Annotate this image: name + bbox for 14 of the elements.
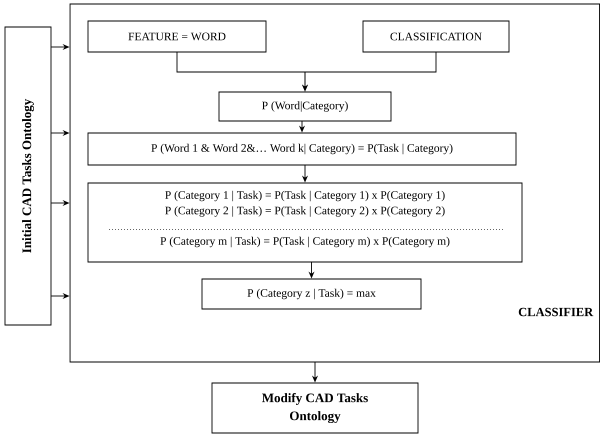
process-box: FEATURE = WORD	[88, 20, 266, 52]
ontology-box	[4, 26, 52, 326]
process-box: P (Word 1 & Word 2&… Word k| Category) = P(Task | Category)	[88, 132, 516, 166]
box-heading: CLASSIFIER	[518, 308, 594, 316]
formula-text: P (Category 1 | Task) = P(Task | Category 1) x P(Category 1)	[165, 190, 445, 202]
process-box: P (Category z | Task) = max	[202, 278, 422, 310]
formula-text: P (Category 2 | Task) = P(Task | Category 2) x P(Category 2)	[165, 206, 445, 217]
process-box: P (Word|Category)	[218, 92, 392, 122]
process-box: CLASSIFICATION	[362, 20, 510, 52]
process-box	[88, 182, 522, 262]
box-label: Initial CAD Tasks Ontology	[22, 98, 34, 253]
formula-text: P (Category m | Task) = P(Task | Category m) x P(Category m)	[160, 236, 450, 248]
process-box: Modify CAD Tasks Ontology	[212, 382, 418, 434]
classifier-frame	[70, 4, 600, 362]
